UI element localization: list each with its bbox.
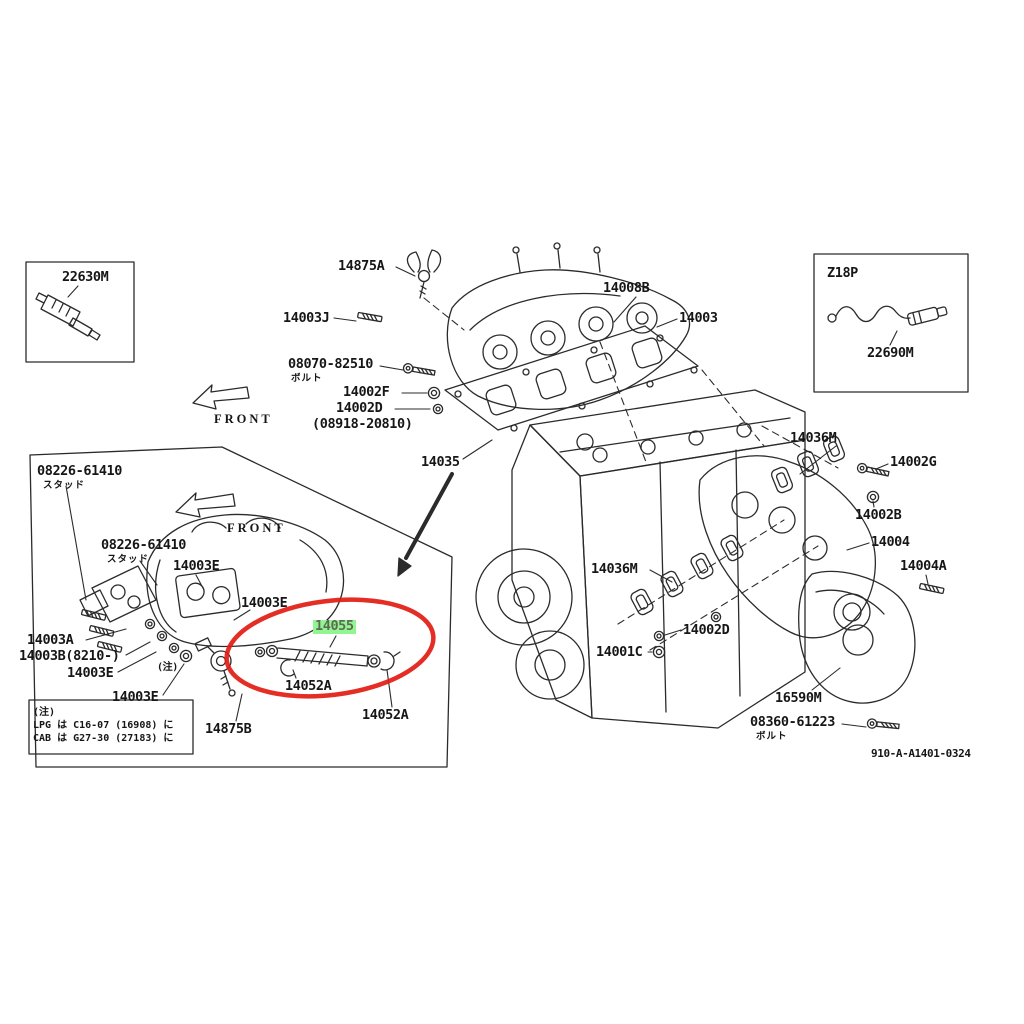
front-arrow-upper xyxy=(192,384,250,410)
part-label-22690m: 22690M xyxy=(867,345,914,361)
intake-manifold-drawing xyxy=(356,242,699,432)
part-label-16590m: 16590M xyxy=(775,690,822,706)
part-label-14008b: 14008B xyxy=(603,280,650,296)
part-label-14875a: 14875A xyxy=(338,258,385,274)
part-label-14035: 14035 xyxy=(421,454,460,470)
front-label-lower: FRONT xyxy=(227,521,286,535)
part-label-14003j: 14003J xyxy=(283,310,330,326)
leader-lines xyxy=(65,266,929,728)
part-label-14003e-2: 14003E xyxy=(241,595,288,611)
front-arrow-lower xyxy=(175,492,236,518)
engine-block-drawing xyxy=(475,389,806,729)
part-label-14003: 14003 xyxy=(679,310,718,326)
part-label-08070-82510: 08070-82510 xyxy=(288,356,374,372)
part-label-14036m-left: 14036M xyxy=(591,561,638,577)
part-label-14002d-low: 14002D xyxy=(683,622,730,638)
exhaust-manifold-drawing xyxy=(628,434,945,732)
drawing-number: 910-A-A1401-0324 xyxy=(871,747,971,760)
part-label-z18p: Z18P xyxy=(827,265,858,281)
detail-pointer-arrow xyxy=(397,472,454,577)
part-label-14004a: 14004A xyxy=(900,558,947,574)
assembly-axes xyxy=(423,297,839,651)
part-label-14003b: 14003B(8210-) xyxy=(19,648,120,664)
part-label-14001c: 14001C xyxy=(596,644,643,660)
kana-bolt-label-2: ボルト xyxy=(756,731,788,742)
part-label-14002b: 14002B xyxy=(855,507,902,523)
part-label-08918-20810: (08918-20810) xyxy=(312,416,413,432)
front-label-upper: FRONT xyxy=(214,412,273,426)
inset-box-22630m xyxy=(25,261,135,363)
part-label-22630m: 22630M xyxy=(62,269,109,285)
part-label-14003e-4: 14003E xyxy=(112,689,159,705)
kana-stud-label-1: スタッド xyxy=(43,480,86,491)
part-label-14036m-right: 14036M xyxy=(790,430,837,446)
part-label-14002f: 14002F xyxy=(343,384,390,400)
part-label-08226-61410-b: 08226-61410 xyxy=(101,537,187,553)
part-label-14002d-top: 14002D xyxy=(336,400,383,416)
inset-box-z18p xyxy=(813,253,969,393)
part-label-14003e-1: 14003E xyxy=(173,558,220,574)
note-mark-inline: (注) xyxy=(157,662,178,673)
part-label-14004: 14004 xyxy=(871,534,910,550)
kana-stud-label-2: スタッド xyxy=(107,554,150,565)
part-label-08226-61410-a: 08226-61410 xyxy=(37,463,123,479)
part-label-14052a-2: 14052A xyxy=(362,707,409,723)
part-label-14003e-3: 14003E xyxy=(67,665,114,681)
part-label-14003a: 14003A xyxy=(27,632,74,648)
part-label-14875b: 14875B xyxy=(205,721,252,737)
kana-bolt-label-1: ボルト xyxy=(291,373,323,384)
note-line-1: LPG は C16-07 (16908) に xyxy=(33,720,174,731)
note-line-2: CAB は G27-30 (27183) に xyxy=(33,733,174,744)
part-label-08360-61223: 08360-61223 xyxy=(750,714,836,730)
part-label-14052a-1: 14052A xyxy=(285,678,332,694)
note-mark: (注) xyxy=(33,707,56,718)
part-label-14002g: 14002G xyxy=(890,454,937,470)
highlighted-part-label-14055: 14055 xyxy=(313,618,356,634)
